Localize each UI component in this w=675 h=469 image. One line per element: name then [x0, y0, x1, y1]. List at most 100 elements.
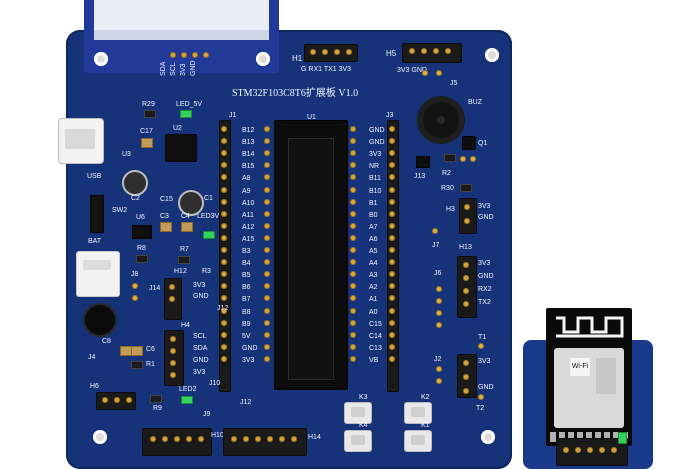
header-pin	[126, 397, 132, 403]
h5-pins-label: 3V3 GND	[397, 67, 427, 74]
led-5v	[180, 110, 192, 118]
j1-pin-label: B14	[242, 151, 255, 159]
j1-pin	[221, 319, 227, 326]
header-pin	[169, 284, 175, 290]
header-pin	[198, 436, 204, 442]
buzzer	[417, 96, 465, 144]
button-cap	[351, 435, 365, 445]
j3-pin	[389, 126, 395, 132]
c4-label: C4	[181, 213, 190, 220]
header-pin	[170, 336, 176, 342]
header-pin	[346, 49, 352, 55]
header-pin	[170, 360, 176, 366]
header-pin	[174, 436, 180, 442]
j5-pin	[422, 70, 428, 76]
k4-label: K4	[359, 422, 368, 429]
j3-pin-label: B11	[369, 175, 381, 183]
t2-pin	[478, 394, 484, 400]
u1-right-pin	[350, 355, 356, 362]
j7-label: J7	[432, 242, 440, 249]
u1-right-pin	[350, 150, 356, 157]
j6-pin	[436, 322, 442, 328]
u1-right-pin	[350, 198, 356, 205]
u1-left-pin	[264, 210, 270, 217]
j1-pin-label: A11	[242, 211, 254, 219]
j1-pin-label: B12	[242, 127, 255, 134]
mount-hole-bottom-left	[93, 430, 107, 444]
j3-pin-label: A4	[369, 260, 378, 268]
u1-left-pin	[264, 222, 270, 229]
button-cap	[351, 407, 365, 417]
j1-pin-label: B9	[242, 320, 251, 328]
header-pin	[186, 436, 192, 442]
u1-left-pin	[264, 319, 270, 326]
j3-pin	[389, 198, 395, 205]
header-pin	[611, 447, 617, 453]
r3-label: R3	[202, 268, 211, 275]
header-pin	[421, 48, 427, 54]
lcd-pin	[181, 52, 187, 58]
h13-pin-label: GND	[478, 273, 494, 280]
j3-pin-label: A1	[369, 296, 378, 304]
h1-pins-label: G RX1 TX1 3V3	[301, 66, 352, 73]
h2-3v3-label: 3V3	[478, 358, 491, 365]
u1-left-pin	[264, 343, 270, 350]
button-k3[interactable]	[344, 402, 372, 424]
led-2	[181, 396, 193, 404]
j3-pin-label: VB	[369, 356, 379, 364]
j6-pin	[436, 298, 442, 304]
u1-right-pin	[350, 271, 356, 278]
header-pin	[170, 348, 176, 354]
j1-pin	[221, 162, 227, 169]
h4-label: H4	[181, 322, 190, 329]
k2-label: K2	[421, 394, 430, 401]
r1-resistor	[131, 361, 143, 369]
u1-right-pin	[350, 247, 356, 253]
c2-label: C2	[131, 195, 140, 202]
shield-markings	[596, 358, 616, 394]
esp-pads	[550, 432, 628, 442]
header-pin	[463, 374, 469, 380]
u3-label: U3	[122, 151, 131, 158]
u1-right-pin	[350, 126, 356, 132]
j7-pin	[432, 228, 438, 234]
j6-pin	[436, 310, 442, 316]
header-pin	[162, 436, 168, 442]
j10-label: J10	[209, 380, 221, 387]
h13-pin-label: TX2	[478, 299, 491, 306]
header-h3	[459, 198, 477, 234]
q1-pin	[470, 156, 476, 162]
r29-resistor	[144, 110, 156, 118]
t1-label: T1	[478, 334, 487, 341]
u1-right-pin	[350, 210, 356, 217]
u1-left-pin	[264, 162, 270, 169]
c6-capacitor	[131, 346, 143, 356]
u1-right-pin	[350, 331, 356, 338]
j1-pin-label: A8	[242, 175, 251, 183]
h10-label: H10	[211, 432, 224, 439]
j4-label: J4	[88, 354, 96, 361]
j3-label: J3	[386, 112, 394, 119]
j1-pin-label: B8	[242, 308, 251, 316]
j6-pin	[436, 286, 442, 292]
j1-pin-label: A12	[242, 223, 255, 231]
u1-left-pin	[264, 186, 270, 193]
lcd-module	[84, 0, 279, 73]
j1-pin	[221, 355, 227, 362]
j1-pin-label: A10	[242, 199, 255, 207]
button-k2[interactable]	[404, 402, 432, 424]
r30-label: R30	[441, 185, 454, 192]
c3-label: C3	[160, 213, 169, 220]
u1-left-pin	[264, 126, 270, 132]
c17-label: C17	[140, 128, 153, 135]
j8-label: J8	[131, 271, 139, 278]
button-k1[interactable]	[404, 430, 432, 452]
u1-right-pin	[350, 259, 356, 266]
r9-resistor	[150, 395, 162, 403]
j8-pin	[132, 295, 138, 301]
c2-elcap	[122, 170, 148, 196]
j1-pin-label: B7	[242, 296, 251, 304]
header-pin	[279, 436, 285, 442]
button-k4[interactable]	[344, 430, 372, 452]
j1-pin-label: B15	[242, 163, 255, 171]
